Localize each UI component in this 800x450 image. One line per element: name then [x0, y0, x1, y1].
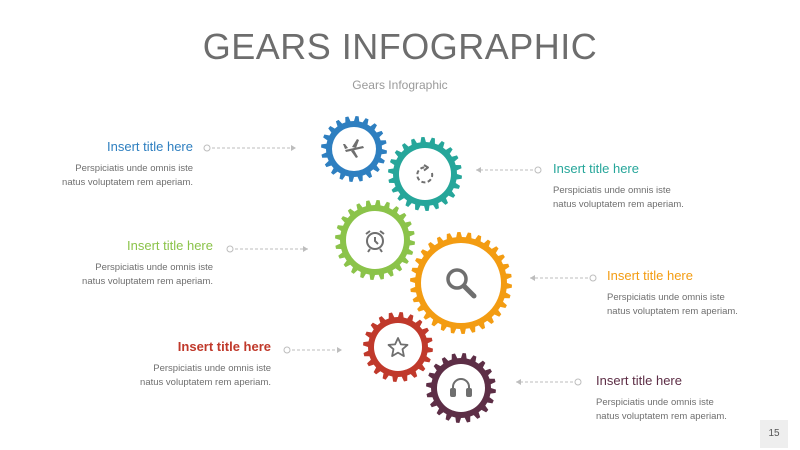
headphones-icon — [450, 378, 472, 397]
refresh-icon — [416, 164, 434, 184]
item-3-body: Perspiciatis unde omnis iste natus volup… — [82, 262, 213, 287]
slide-title: GEARS INFOGRAPHIC — [202, 26, 598, 67]
item-4-body: Perspiciatis unde omnis iste natus volup… — [607, 292, 738, 317]
item-5-title: Insert title here — [177, 339, 271, 354]
text-block-5: Insert title here Perspiciatis unde omni… — [131, 339, 271, 389]
connector-arrow — [291, 145, 296, 151]
text-block-6: Insert title here Perspiciatis unde omni… — [596, 373, 736, 423]
connector-dot — [589, 274, 597, 282]
connector-5 — [283, 346, 342, 354]
alarm-clock-icon — [365, 230, 385, 253]
gear-6 — [426, 353, 496, 423]
connector-6 — [516, 378, 582, 386]
page-number: 15 — [760, 420, 788, 448]
gear-center — [437, 364, 485, 412]
connector-arrow — [476, 167, 481, 173]
text-block-2: Insert title here Perspiciatis unde omni… — [553, 161, 693, 211]
slide-subtitle: Gears Infographic — [352, 78, 448, 92]
item-1-title: Insert title here — [107, 139, 193, 154]
item-2-body: Perspiciatis unde omnis iste natus volup… — [553, 185, 684, 210]
text-block-3: Insert title here Perspiciatis unde omni… — [73, 238, 213, 288]
connector-1 — [203, 144, 296, 152]
item-2-title: Insert title here — [553, 161, 639, 176]
star-icon — [387, 337, 409, 357]
gear-2 — [388, 137, 462, 211]
airplane-icon — [343, 139, 364, 158]
item-3-title: Insert title here — [127, 238, 213, 253]
text-block-1: Insert title here Perspiciatis unde omni… — [53, 139, 193, 189]
item-6-title: Insert title here — [596, 373, 682, 388]
connector-dot — [226, 245, 234, 253]
item-1-body: Perspiciatis unde omnis iste natus volup… — [62, 163, 193, 188]
connector-2 — [476, 166, 542, 174]
gear-center — [374, 323, 422, 371]
connector-dot — [574, 378, 582, 386]
connector-4 — [530, 274, 597, 282]
search-icon — [446, 268, 477, 299]
connector-dot — [203, 144, 211, 152]
item-4-title: Insert title here — [607, 268, 693, 283]
connector-3 — [226, 245, 308, 253]
item-5-body: Perspiciatis unde omnis iste natus volup… — [140, 363, 271, 388]
connector-arrow — [337, 347, 342, 353]
connector-arrow — [530, 275, 535, 281]
gears-group — [321, 116, 512, 423]
gear-center — [421, 243, 501, 323]
connector-dot — [283, 346, 291, 354]
text-block-4: Insert title here Perspiciatis unde omni… — [607, 268, 747, 318]
gear-center — [399, 148, 451, 200]
connector-dot — [534, 166, 542, 174]
connector-arrow — [516, 379, 521, 385]
item-6-body: Perspiciatis unde omnis iste natus volup… — [596, 397, 727, 422]
gear-4 — [410, 232, 512, 334]
connector-arrow — [303, 246, 308, 252]
gear-5 — [363, 312, 433, 382]
connector-lines — [203, 144, 597, 386]
